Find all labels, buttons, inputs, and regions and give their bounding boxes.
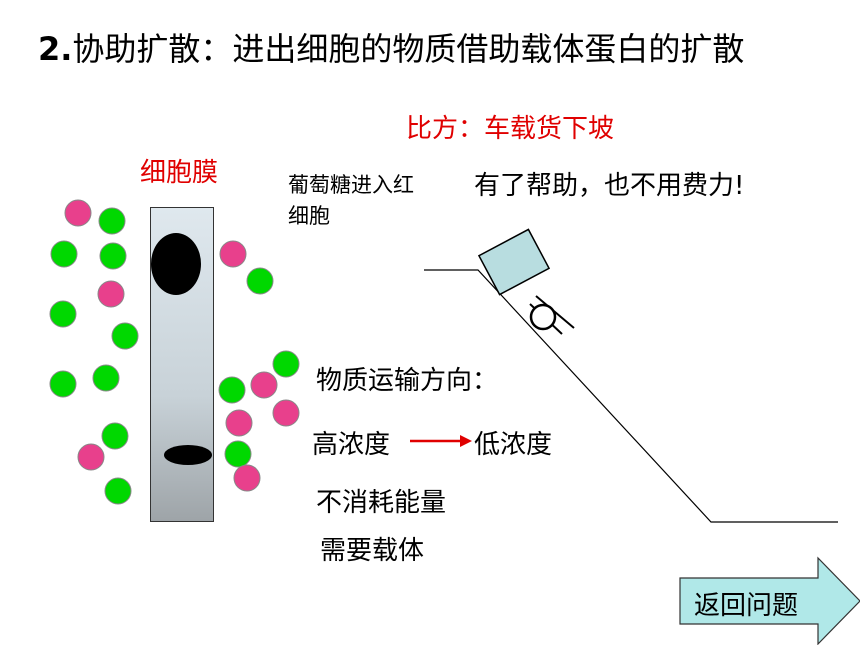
analogy-text: 比方：车载货下坡 bbox=[406, 114, 615, 144]
glucose-label: 葡萄糖进入红细胞 bbox=[288, 173, 414, 228]
green-molecule bbox=[49, 370, 77, 398]
pink-molecule bbox=[219, 240, 247, 268]
page-title: 2.协助扩散：进出细胞的物质借助载体蛋白的扩散 bbox=[38, 28, 838, 70]
green-molecule bbox=[246, 267, 274, 295]
slope-line bbox=[424, 269, 838, 523]
membrane-label: 细胞膜 bbox=[140, 158, 219, 188]
return-button-label[interactable]: 返回问题 bbox=[694, 591, 799, 621]
green-molecule bbox=[49, 300, 77, 328]
cart-group bbox=[477, 228, 575, 335]
pink-molecule bbox=[225, 409, 253, 437]
direction-label: 物质运输方向： bbox=[316, 366, 499, 396]
green-molecule bbox=[99, 242, 127, 270]
wheel-icon bbox=[529, 303, 557, 331]
direction-arrow-head bbox=[460, 435, 472, 447]
carrier-protein-icon bbox=[151, 233, 201, 295]
pink-molecule bbox=[97, 280, 125, 308]
title-text: 协助扩散：进出细胞的物质借助载体蛋白的扩散 bbox=[72, 30, 745, 68]
pink-molecule bbox=[64, 199, 92, 227]
green-molecule bbox=[50, 240, 78, 268]
green-molecule bbox=[92, 364, 120, 392]
title-number: 2. bbox=[38, 30, 73, 68]
green-molecule bbox=[104, 477, 132, 505]
green-molecule bbox=[218, 376, 246, 404]
low-concentration-label: 低浓度 bbox=[474, 430, 553, 460]
cart-icon bbox=[477, 228, 551, 296]
carrier-protein-icon bbox=[164, 445, 212, 465]
pink-molecule bbox=[77, 443, 105, 471]
pink-molecule bbox=[250, 371, 278, 399]
help-text: 有了帮助，也不用费力! bbox=[474, 171, 745, 201]
pink-molecule bbox=[233, 464, 261, 492]
green-molecule bbox=[101, 422, 129, 450]
need-carrier-label: 需要载体 bbox=[320, 536, 425, 566]
high-concentration-label: 高浓度 bbox=[312, 430, 391, 460]
green-molecule bbox=[224, 440, 252, 468]
green-molecule bbox=[111, 322, 139, 350]
next-arrow-icon[interactable] bbox=[679, 556, 860, 645]
no-energy-label: 不消耗能量 bbox=[316, 488, 447, 518]
pink-molecule bbox=[272, 399, 300, 427]
green-molecule bbox=[98, 207, 126, 235]
green-molecule bbox=[272, 350, 300, 378]
